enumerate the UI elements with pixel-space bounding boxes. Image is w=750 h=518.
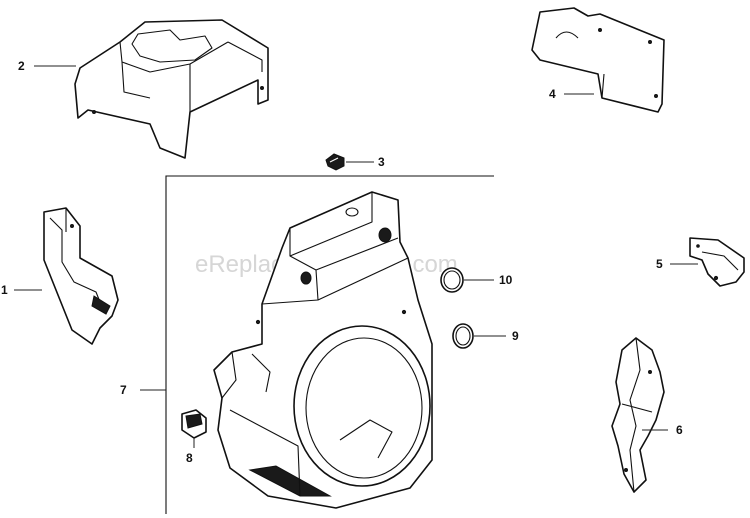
part-10-plug xyxy=(440,267,464,293)
part-6-bracket xyxy=(611,337,665,493)
callout-9: 9 xyxy=(512,329,519,343)
part-4-side-baffle xyxy=(531,7,665,113)
callout-10: 10 xyxy=(499,273,513,287)
part-7-bracket xyxy=(165,175,494,514)
part-2-top-baffle xyxy=(74,19,269,159)
part-8-grommet xyxy=(181,409,207,439)
part-1-bracket xyxy=(43,207,119,345)
callout-2: 2 xyxy=(18,59,25,73)
part-9-plug xyxy=(452,323,474,349)
callout-6: 6 xyxy=(676,423,683,437)
callout-3: 3 xyxy=(378,155,385,169)
callout-5: 5 xyxy=(656,257,663,271)
part-7-blower-housing xyxy=(213,191,433,509)
callout-4: 4 xyxy=(549,87,556,101)
part-3-clip xyxy=(325,153,345,171)
callout-1: 1 xyxy=(1,283,8,297)
callout-8: 8 xyxy=(186,451,193,465)
callout-7: 7 xyxy=(120,383,127,397)
part-5-bracket xyxy=(689,237,745,287)
